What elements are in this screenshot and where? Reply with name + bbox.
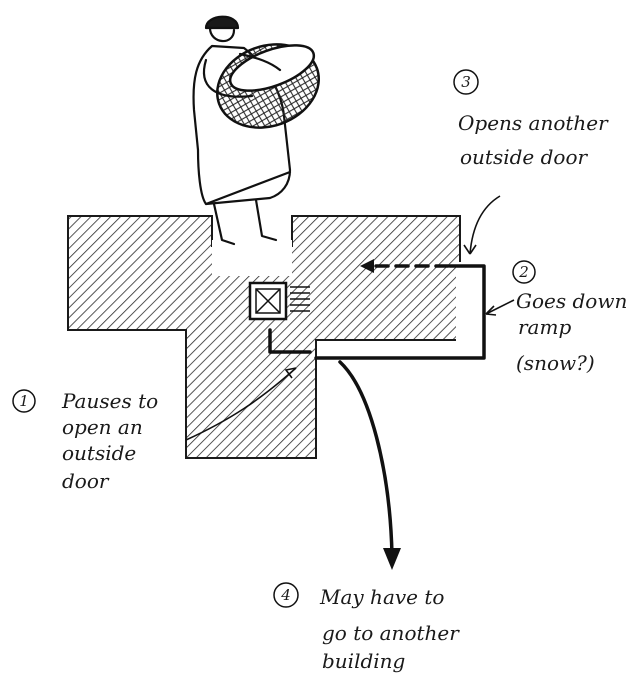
step1-number: 1 <box>19 392 29 410</box>
person-leg-right <box>256 200 276 240</box>
step4-line3: building <box>322 649 405 673</box>
step4-line2: go to another <box>322 621 460 645</box>
step2-line2: ramp <box>518 315 571 339</box>
step1-line3: outside <box>62 441 136 465</box>
person-hat <box>206 17 238 28</box>
annotation-step1: 1 Pauses to open an outside door <box>13 389 158 493</box>
step3-number: 3 <box>461 73 471 91</box>
step1-line2: open an <box>62 415 143 439</box>
annotation-step2: 2 Goes down ramp (snow?) <box>513 261 627 375</box>
open-floor-area <box>212 240 292 276</box>
step1-line1: Pauses to <box>61 389 158 413</box>
step4-number: 4 <box>280 586 291 604</box>
arrowhead-down <box>383 548 401 570</box>
pointer-step3 <box>470 196 500 254</box>
step2-line1: Goes down <box>516 289 627 313</box>
ramp-channel <box>456 262 486 358</box>
step2-line3: (snow?) <box>516 351 595 375</box>
person-leg-left <box>214 204 234 244</box>
step1-line4: door <box>62 469 110 493</box>
pointer-step2 <box>486 300 514 314</box>
step3-line2: outside door <box>460 145 589 169</box>
route-to-another-building <box>340 362 392 555</box>
annotation-step3: 3 Opens another outside door <box>454 70 609 169</box>
step3-line1: Opens another <box>458 111 609 135</box>
step4-line1: May have to <box>319 585 444 609</box>
door-symbol <box>250 283 286 319</box>
step2-number: 2 <box>518 263 529 281</box>
person-carrying-basket-illustration <box>194 17 331 244</box>
annotation-step4: 4 May have to go to another building <box>274 583 460 673</box>
